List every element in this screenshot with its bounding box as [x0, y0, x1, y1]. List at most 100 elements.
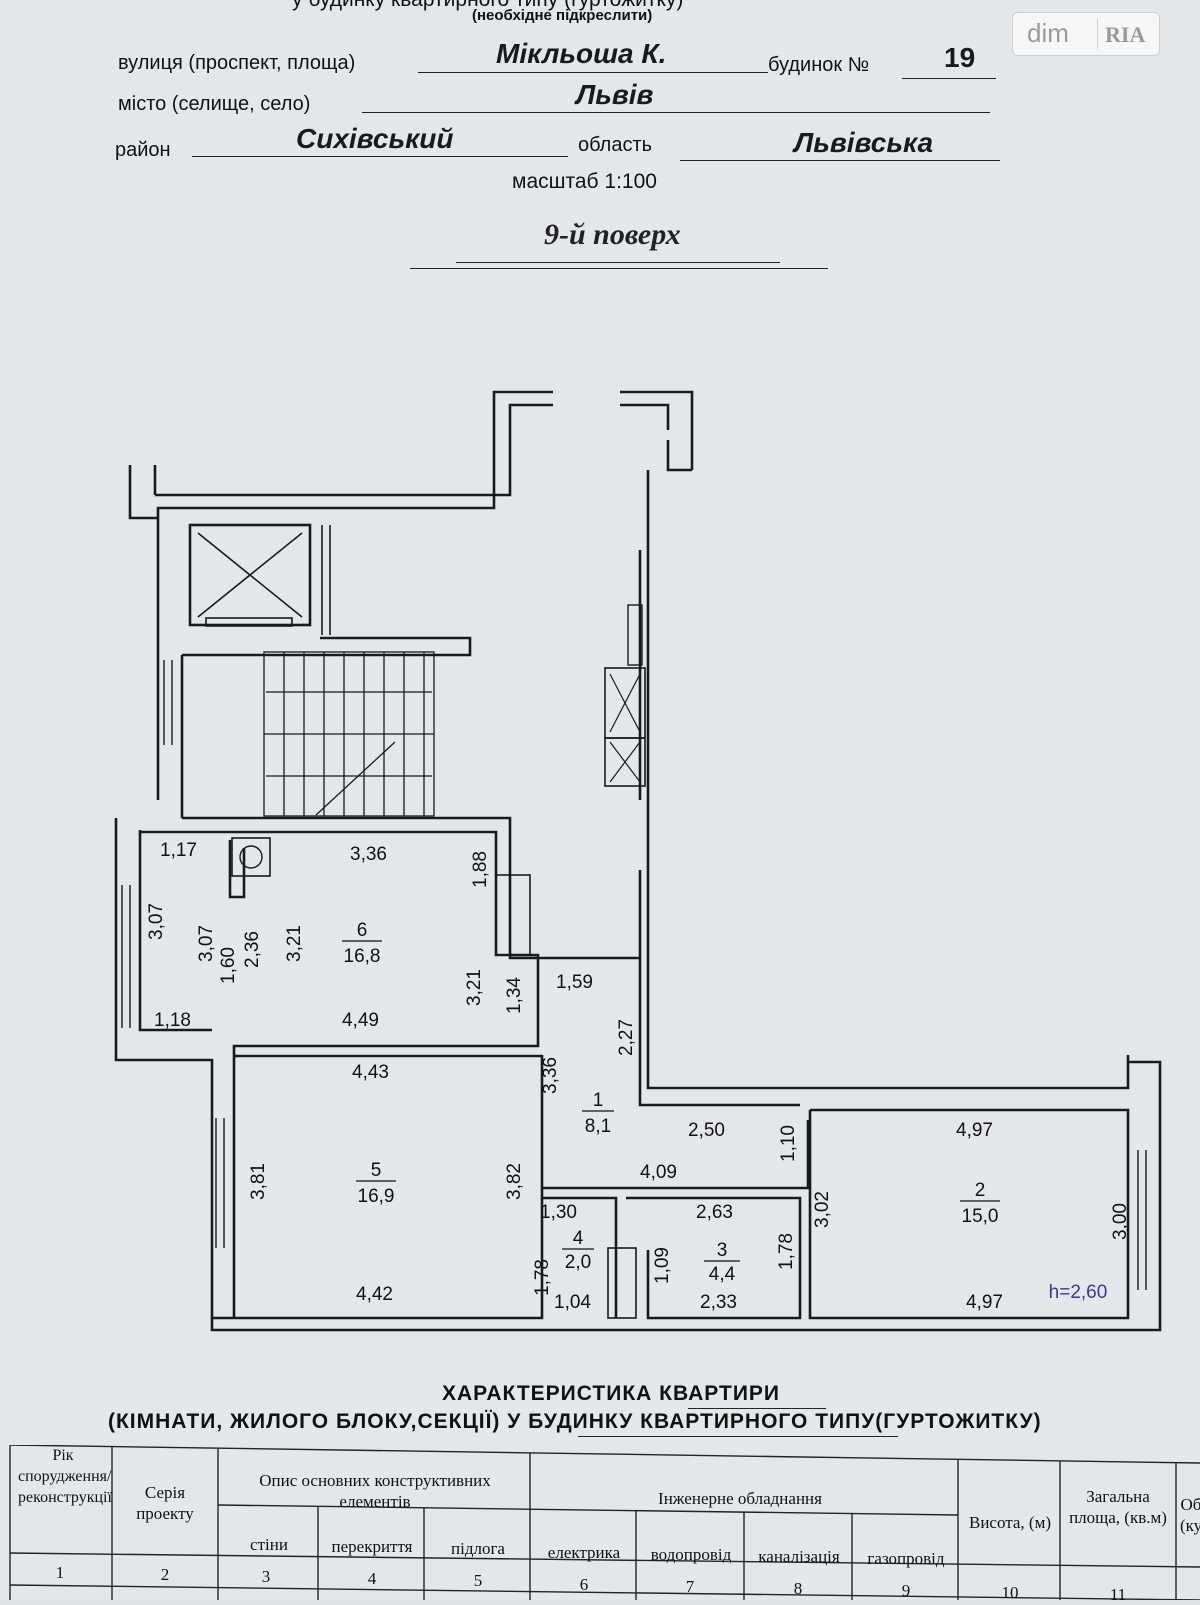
dim-label: 3,21: [464, 969, 485, 1006]
scale-label: масштаб 1:100: [512, 170, 657, 193]
city-underline: [362, 112, 990, 113]
watermark-separator: [1097, 19, 1098, 49]
col-engineering: Інженерне обладнання: [658, 1489, 822, 1508]
dim-label: 3,21: [284, 925, 305, 962]
room3-walls: [626, 1196, 802, 1320]
toilet: [607, 1247, 637, 1319]
room-5-number: 5: [371, 1160, 382, 1181]
wall-stair-bottom: [182, 816, 538, 960]
col-number: 8: [793, 1579, 803, 1598]
room2-window: [1137, 1150, 1147, 1290]
elevator-shaft: [188, 523, 312, 627]
col-floors-ceil: перекриття: [331, 1537, 413, 1556]
street-label: вулиця (проспект, площа): [118, 52, 356, 74]
room4-walls: [542, 1196, 618, 1318]
watermark-dim-text: dim: [1027, 18, 1069, 48]
vent-x-2: [609, 741, 641, 783]
room6-partition: [228, 840, 246, 899]
room-1-area: 8,1: [585, 1116, 611, 1137]
elevator-x: [197, 532, 303, 618]
col-total-area: Загальна площа, (кв.м): [1069, 1487, 1167, 1527]
col-number: 3: [261, 1567, 271, 1586]
dim-label: 4,97: [966, 1292, 1003, 1313]
wall-left-column: [156, 655, 184, 818]
window-left-tower: [163, 660, 173, 745]
wall-corridor-inner: [638, 550, 800, 1107]
col-number: 5: [473, 1571, 483, 1590]
wall-elevator-right: [321, 525, 331, 635]
watermark-ria-logo: RIA: [1105, 22, 1146, 47]
col-series: Серія проекту: [136, 1483, 194, 1523]
room-4-area: 2,0: [565, 1252, 591, 1273]
kitchen-window: [121, 885, 131, 1028]
floor-underline-2: [410, 268, 828, 269]
vent-x-1: [609, 673, 641, 733]
stairs: [263, 651, 435, 817]
room-6-number: 6: [357, 920, 368, 941]
house-label: будинок №: [768, 54, 870, 76]
region-label: область: [578, 134, 653, 156]
city-value: Львів: [576, 79, 654, 110]
col-gas: газопровід: [867, 1549, 945, 1568]
dim-label: 3,02: [812, 1191, 833, 1228]
col-number: 11: [1109, 1585, 1127, 1604]
dim-label: 4,49: [342, 1010, 379, 1031]
col-number: 9: [901, 1581, 911, 1600]
elevator-sill: [205, 617, 293, 627]
col-number: 4: [367, 1569, 377, 1588]
apartment-outer: [114, 818, 1162, 1332]
col-number: 6: [579, 1575, 589, 1594]
room-3-number: 3: [717, 1240, 728, 1261]
district-underline: [192, 156, 568, 157]
vent-block-2: [604, 737, 646, 787]
dim-label: 1,60: [218, 947, 239, 984]
district-value: Сихівський: [296, 123, 454, 154]
dim-label: 1,34: [504, 977, 525, 1014]
dim-label: 1,17: [160, 840, 197, 861]
dim-label: 4,97: [956, 1120, 993, 1141]
col-water: водопровід: [650, 1545, 732, 1564]
room-1-number: 1: [593, 1090, 604, 1111]
gas-boiler-circle: [239, 845, 263, 869]
wall-outer-top: [128, 390, 694, 655]
dim-label: 1,09: [652, 1247, 673, 1284]
header-top-partial: у будинку квартирного типу (гуртожитку): [292, 0, 683, 12]
dim-label: 3,07: [196, 925, 217, 962]
col-sewer: каналізація: [758, 1547, 840, 1566]
dim-label: 2,33: [700, 1292, 737, 1313]
dim-label: 1,04: [554, 1292, 591, 1313]
dim-label: 1,88: [470, 851, 491, 888]
room1-walls: [538, 956, 810, 1190]
stove: [495, 874, 531, 956]
title1-underline: [688, 1408, 826, 1409]
gas-boiler: [231, 837, 271, 877]
col-electric: електрика: [547, 1543, 621, 1562]
street-underline: [418, 72, 768, 73]
dim-label: 1,30: [540, 1202, 577, 1223]
floor-label: 9-й поверх: [544, 218, 681, 251]
street-value: Мікльоша К.: [496, 38, 667, 69]
title2-underline: [578, 1436, 898, 1437]
house-underline: [902, 78, 996, 79]
room6-walls: [140, 830, 540, 1318]
room-5-area: 16,9: [358, 1186, 395, 1207]
room-3-area: 4,4: [709, 1264, 736, 1285]
room2-walls: [808, 1108, 1130, 1320]
characteristics-title-1: ХАРАКТЕРИСТИКА КВАРТИРИ: [442, 1382, 781, 1405]
col-elements: Опис основних конструктивних елементів: [259, 1471, 491, 1511]
dim-label: 3,36: [350, 844, 387, 865]
dim-label: 4,43: [352, 1062, 389, 1083]
region-underline: [680, 160, 1000, 161]
region-value: Львівська: [794, 127, 934, 158]
dim-label: 1,18: [154, 1010, 191, 1031]
dim-label: 1,78: [532, 1259, 553, 1296]
room-2-area: 15,0: [962, 1206, 999, 1227]
wall-stair-top: [182, 636, 472, 657]
dim-label: 2,36: [242, 931, 263, 968]
district-label: район: [115, 139, 171, 161]
room5-window: [215, 1118, 225, 1248]
room-4-number: 4: [573, 1228, 584, 1249]
house-value: 19: [944, 42, 976, 73]
